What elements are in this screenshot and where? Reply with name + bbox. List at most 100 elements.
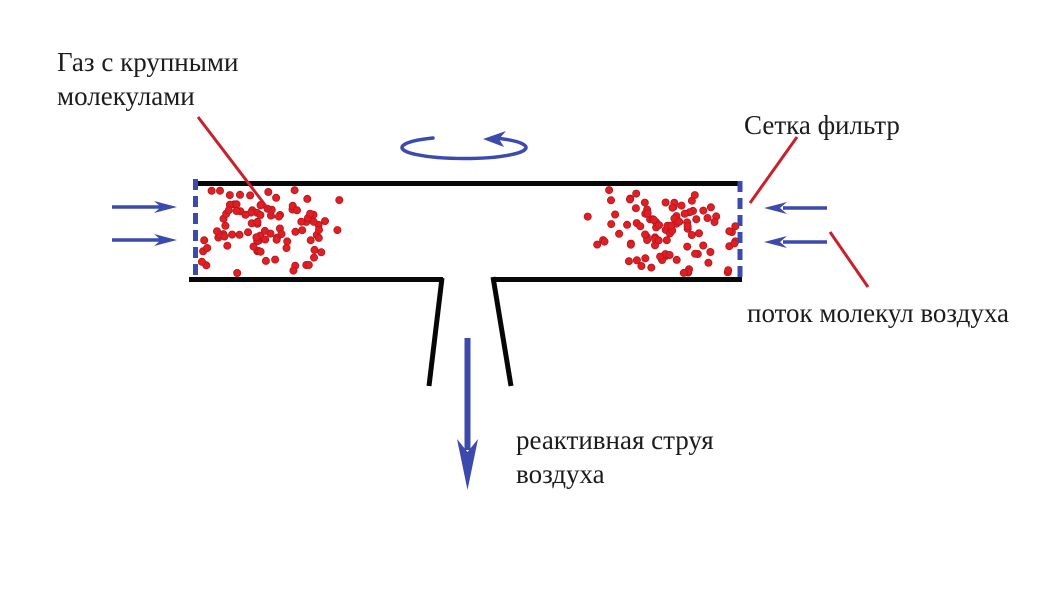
molecule-dot [320,217,329,226]
molecule-dot [233,268,242,277]
molecule-dot [665,250,674,259]
molecules-left [197,186,344,277]
molecules-layer [197,186,740,277]
molecule-dot [632,256,641,265]
molecule-dot [662,236,671,245]
molecule-dot [200,236,209,245]
molecule-dot [725,227,734,236]
molecule-dot [310,245,319,254]
molecule-dot [232,206,241,215]
molecule-dot [730,239,739,248]
jet-arrow [457,338,478,490]
molecule-dot [640,198,649,207]
filter-label: Сетка фильтр [744,110,900,140]
molecule-dot [641,254,650,263]
molecule-dot [641,230,650,239]
molecule-dot [303,194,312,203]
leader-line-airflow-label [828,231,870,288]
molecule-dot [235,190,244,199]
molecule-dot [298,226,307,235]
nozzle-wall-right [490,276,514,387]
molecule-dot [600,237,609,246]
molecules-right [583,186,740,277]
molecule-dot [637,261,646,270]
air-inflow-arrow-right-2 [764,236,827,248]
air-inflow-arrow-left-1 [112,201,177,213]
air-inflow-arrow-right-1 [764,202,827,214]
molecule-dot [272,235,281,244]
molecule-dot [605,186,614,195]
molecule-dot [223,241,232,250]
molecule-dot [304,260,313,269]
molecule-dot [335,196,344,205]
leader-line-filter-label [748,136,799,204]
molecule-dot [271,255,280,264]
molecule-dot [631,204,640,213]
molecule-dot [309,217,318,226]
molecule-dot [290,186,299,195]
jet-label: реактивная струя воздуха [516,423,714,491]
molecule-dot [253,217,262,226]
molecule-dot [333,226,342,235]
air-flow-label: поток молекул воздуха [747,298,1009,328]
molecule-dot [687,230,696,239]
molecule-dot [731,222,740,231]
molecule-dot [636,222,645,231]
nozzle-wall-left [426,277,445,387]
molecule-dot [225,191,234,200]
molecule-dot [661,198,670,207]
molecule-dot [680,209,689,218]
molecule-dot [706,203,715,212]
molecule-dot [692,215,701,224]
rotation-arrow-icon [400,131,528,161]
molecule-dot [221,221,230,230]
molecule-dot [675,217,684,226]
molecule-dot [252,233,261,242]
molecule-dot [611,210,620,219]
molecule-dot [272,193,281,202]
molecule-dot [246,191,255,200]
molecule-dot [256,210,265,219]
molecule-dot [706,247,715,256]
molecule-dot [623,220,632,229]
molecule-dot [703,213,712,222]
molecule-dot [626,240,635,249]
molecule-dot [607,196,616,205]
molecule-dot [679,268,688,277]
molecule-dot [292,206,301,215]
molecule-dot [289,266,298,275]
molecule-dot [656,252,665,261]
molecule-dot [243,228,252,237]
molecule-dot [297,217,306,226]
air-inflow-arrow-left-2 [112,234,177,246]
molecule-dot [683,242,692,251]
molecule-dot [266,229,275,238]
molecule-dot [710,217,719,226]
molecule-dot [264,187,273,196]
molecule-dot [677,201,686,210]
molecule-dot [274,212,283,221]
molecule-dot [649,215,658,224]
molecule-dot [667,221,676,230]
molecule-dot [654,236,663,245]
molecule-dot [212,227,221,236]
molecule-dot [306,209,315,218]
molecule-dot [224,206,233,215]
molecule-dot [626,195,635,204]
molecule-dot [632,189,641,198]
molecule-dot [282,243,291,252]
molecule-dot [314,225,323,234]
gas-source-label: Газ с крупными молекулами [57,45,238,113]
molecule-dot [207,186,216,195]
molecule-dot [306,236,315,245]
molecule-dot [309,253,318,262]
molecule-dot [583,212,592,221]
molecule-dot [699,206,708,215]
molecule-dot [197,257,206,266]
molecule-dot [249,242,258,251]
molecule-dot [241,210,250,219]
molecule-dot [643,209,652,218]
molecule-dot [314,233,323,242]
